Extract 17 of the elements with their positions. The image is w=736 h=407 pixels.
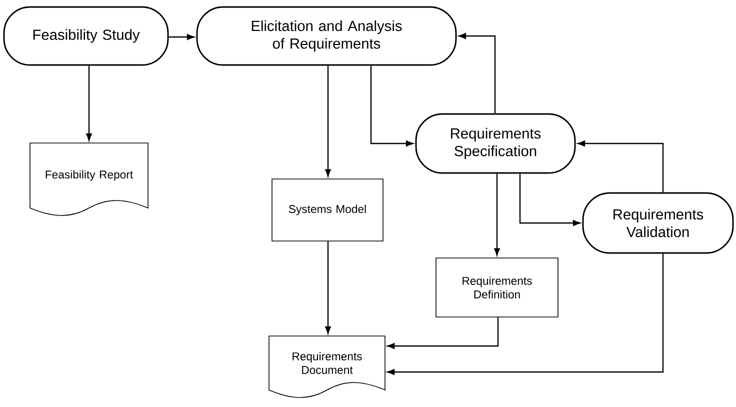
arrow (458, 33, 496, 114)
process-box: Systems Model (272, 178, 384, 242)
arrow (494, 174, 500, 256)
process-box: Requirements Definition (436, 258, 558, 318)
arrow (168, 34, 194, 40)
terminal-box: Requirements Specification (415, 113, 576, 174)
arrow (86, 66, 92, 141)
terminal-box: Elicitation and Analysis of Requirements (196, 6, 457, 66)
arrow (387, 317, 499, 349)
arrow (325, 66, 331, 177)
arrow (325, 241, 331, 334)
terminal-box: Requirements Validation (582, 192, 734, 254)
arrow (387, 254, 664, 375)
arrow (578, 140, 664, 192)
terminal-box: Feasibility Study (3, 6, 169, 66)
arrow (370, 66, 414, 146)
arrow (519, 174, 580, 226)
